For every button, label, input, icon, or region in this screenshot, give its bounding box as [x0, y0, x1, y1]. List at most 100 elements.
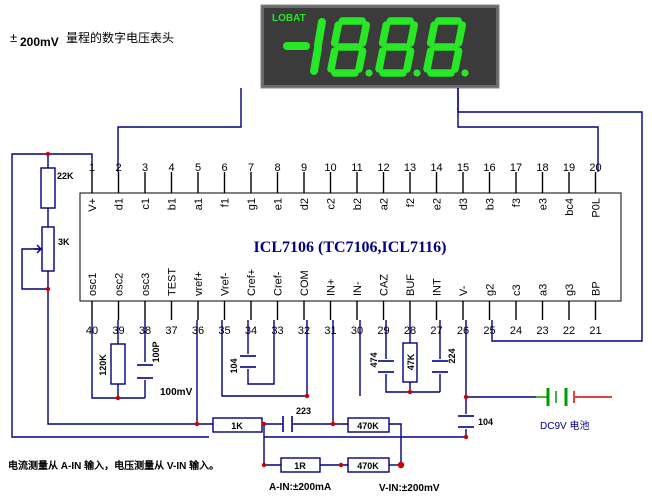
pin-number: 7: [248, 162, 254, 174]
pin-number: 19: [563, 162, 575, 174]
pin-number: 33: [271, 325, 283, 337]
top-pin: 10 c2: [324, 162, 337, 210]
label-battery: DC9V 电池: [540, 419, 589, 432]
pin-label: g3: [564, 284, 576, 296]
pin-number: 24: [510, 325, 522, 337]
pin-number: 37: [165, 325, 177, 337]
pin-label: d2: [299, 198, 311, 210]
label-470k-top: 470K: [357, 421, 379, 431]
label-ref-voltage: 100mV: [160, 387, 193, 398]
top-pin: 19 bc4: [563, 162, 576, 216]
pin-label: P0L: [591, 198, 603, 218]
pin-label: f1: [220, 198, 232, 207]
bottom-pin: 24 c3: [510, 284, 523, 337]
lcd-lobat: LOBAT: [272, 13, 306, 24]
bottom-pin: 36 vref+: [192, 271, 205, 337]
top-pin: 7 g1: [246, 162, 258, 210]
pin-number: 29: [377, 325, 389, 337]
lcd-digits: [283, 17, 469, 77]
note-v-in: V-IN:±200mV: [379, 483, 440, 494]
title-prefix: ±: [10, 30, 17, 45]
pin-number: 17: [510, 162, 522, 174]
pin-number: 4: [168, 162, 174, 174]
pin-number: 11: [351, 162, 362, 174]
pin-label: bc4: [564, 198, 576, 216]
pin-label: e3: [538, 198, 550, 210]
resistors: [40, 167, 418, 473]
battery-symbol: [536, 388, 612, 406]
pin-label: b1: [167, 198, 179, 210]
pin-label: a3: [538, 284, 550, 296]
pin-number: 10: [324, 162, 336, 174]
pin-number: 2: [115, 162, 121, 174]
pin-number: 12: [377, 162, 389, 174]
pin-number: 15: [457, 162, 469, 174]
lcd-digit-eight: [423, 17, 469, 77]
pin-label: osc2: [114, 273, 126, 296]
pin-number: 38: [139, 325, 151, 337]
pin-label: vref+: [193, 271, 205, 296]
pin-label: f2: [405, 198, 417, 207]
pin-number: 9: [301, 162, 307, 174]
pin-number: 8: [274, 162, 280, 174]
pin-label: g1: [246, 198, 258, 210]
top-pin: 6 f1: [220, 162, 232, 207]
pin-label: Cref+: [246, 269, 258, 296]
label-223: 223: [296, 406, 311, 416]
pin-number: 36: [192, 325, 204, 337]
chip-name: ICL7106 (TC7106,ICL7116): [254, 239, 447, 256]
pin-label: osc1: [87, 273, 99, 296]
label-1k: 1K: [231, 421, 243, 431]
pin-number: 3: [142, 162, 148, 174]
pin-number: 13: [404, 162, 416, 174]
pin-number: 22: [563, 325, 575, 337]
note-a-in: A-IN:±200mA: [269, 482, 331, 493]
top-pin: 8e1: [273, 162, 285, 210]
top-pin: 9 d2: [299, 162, 311, 210]
top-pin: 13 f2: [404, 162, 417, 207]
pin-label: TEST: [167, 268, 179, 296]
potentiometer-3k: [41, 226, 55, 272]
pin-label: Vref-: [220, 272, 232, 296]
title-text: 量程的数字电压表头: [66, 30, 174, 45]
label-474: 474: [369, 352, 379, 367]
resistor-470k-top: [347, 417, 390, 433]
pin-label: IN-: [352, 281, 364, 296]
capacitors: [137, 355, 474, 432]
pin-label: c3: [511, 284, 523, 296]
pin-number: 27: [430, 325, 442, 337]
top-pin: 15 d3: [457, 162, 470, 210]
top-pin: 3 c1: [140, 162, 152, 210]
lcd-decimal-point: [365, 69, 373, 77]
pin-number: 26: [457, 325, 469, 337]
bottom-pin: 26V-: [457, 285, 470, 337]
pin-number: 6: [221, 162, 227, 174]
label-47k: 47K: [406, 353, 416, 370]
note-measurement: 电流测量从 A-IN 输入，电压测量从 V-IN 输入。: [8, 459, 219, 472]
resistor-22k: [40, 167, 56, 209]
pin-label: d3: [458, 198, 470, 210]
pin-number: 5: [195, 162, 201, 174]
pin-label: c1: [140, 198, 152, 210]
pin-number: 16: [483, 162, 495, 174]
lcd-decimal-point: [413, 69, 421, 77]
resistor-470k-bottom: [347, 457, 390, 473]
pin-number: 25: [483, 325, 495, 337]
pin-label: c2: [326, 198, 338, 210]
top-pin: 2d1: [114, 162, 126, 210]
